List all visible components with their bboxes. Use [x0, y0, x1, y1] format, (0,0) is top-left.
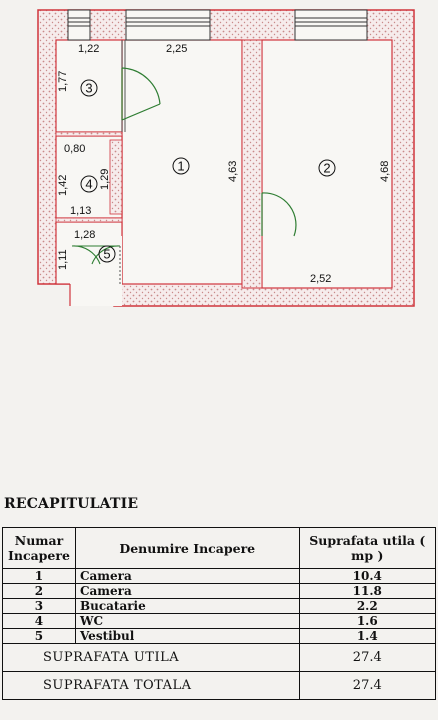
- sum-total-row: SUPRAFATA TOTALA 27.4: [2, 671, 437, 700]
- window-center: [125, 9, 211, 41]
- vestibule-passage: [70, 236, 122, 306]
- table-row: 4 WC 1.6: [2, 613, 437, 629]
- floor-plan: 1,22 2,25 1,77 4,63 4,68 0,80 1,42 1,29 …: [37, 9, 415, 307]
- cell-name: Camera: [74, 568, 300, 584]
- room-marker-3: 3: [80, 79, 98, 97]
- partition-wc: [55, 131, 123, 137]
- partition-wc-vest: [55, 217, 123, 223]
- room-3-area: [55, 39, 123, 133]
- svg-text:4: 4: [85, 177, 92, 192]
- dim-label: 1,11: [57, 249, 69, 270]
- partition-wc-side: [109, 139, 123, 215]
- cell-area: 1.4: [298, 628, 437, 644]
- svg-text:1: 1: [177, 159, 184, 174]
- header-room-name: Denumire Incapere: [74, 527, 300, 569]
- table-header-row: Numar Incapere Denumire Incapere Suprafa…: [2, 527, 437, 569]
- table-row: 2 Camera 11.8: [2, 583, 437, 599]
- dim-label: 1,77: [57, 71, 69, 92]
- svg-text:3: 3: [85, 81, 92, 96]
- cell-name: Bucatarie: [74, 598, 300, 614]
- partition-main: [241, 39, 263, 289]
- door-kitchen: [121, 67, 161, 121]
- dim-label: 1,22: [78, 43, 99, 55]
- sum-total-label: SUPRAFATA TOTALA: [2, 671, 300, 700]
- cell-name: Vestibul: [74, 628, 300, 644]
- dim-label: 1,42: [57, 175, 69, 196]
- recap-table: Numar Incapere Denumire Incapere Suprafa…: [2, 527, 437, 700]
- room-marker-2: 2: [318, 159, 336, 177]
- dim-label: 1,13: [70, 205, 91, 217]
- dim-label: 0,80: [64, 143, 85, 155]
- header-area: Suprafata utila ( mp ): [298, 527, 437, 569]
- room-marker-4: 4: [80, 175, 98, 193]
- cell-nr: 3: [2, 598, 76, 614]
- cell-nr: 4: [2, 613, 76, 629]
- sum-util-label: SUPRAFATA UTILA: [2, 643, 300, 672]
- window-left: [67, 9, 91, 41]
- room-1-area: [121, 39, 243, 285]
- room-marker-5: 5: [98, 245, 116, 263]
- sum-util-row: SUPRAFATA UTILA 27.4: [2, 643, 437, 672]
- cell-nr: 1: [2, 568, 76, 584]
- dim-label: 4,68: [379, 161, 391, 182]
- svg-text:2: 2: [323, 161, 330, 176]
- table-row: 3 Bucatarie 2.2: [2, 598, 437, 614]
- door-room2: [261, 192, 297, 237]
- cell-name: WC: [74, 613, 300, 629]
- room-marker-1: 1: [172, 157, 190, 175]
- dim-label: 1,29: [99, 169, 111, 190]
- cell-area: 10.4: [298, 568, 437, 584]
- svg-text:5: 5: [103, 247, 110, 262]
- header-room-number: Numar Incapere: [2, 527, 76, 569]
- dim-label: 2,25: [166, 43, 187, 55]
- cell-area: 1.6: [298, 613, 437, 629]
- dim-label: 4,63: [227, 161, 239, 182]
- table-row: 1 Camera 10.4: [2, 568, 437, 584]
- cell-nr: 5: [2, 628, 76, 644]
- cell-area: 2.2: [298, 598, 437, 614]
- cell-nr: 2: [2, 583, 76, 599]
- cell-area: 11.8: [298, 583, 437, 599]
- table-row: 5 Vestibul 1.4: [2, 628, 437, 644]
- sum-total-value: 27.4: [298, 671, 437, 700]
- window-right: [294, 9, 368, 41]
- door-vestibule: [71, 245, 121, 265]
- recap-title: RECAPITULATIE: [4, 496, 139, 512]
- dim-label: 2,52: [310, 273, 331, 285]
- sum-util-value: 27.4: [298, 643, 437, 672]
- cell-name: Camera: [74, 583, 300, 599]
- dim-label: 1,28: [74, 229, 95, 241]
